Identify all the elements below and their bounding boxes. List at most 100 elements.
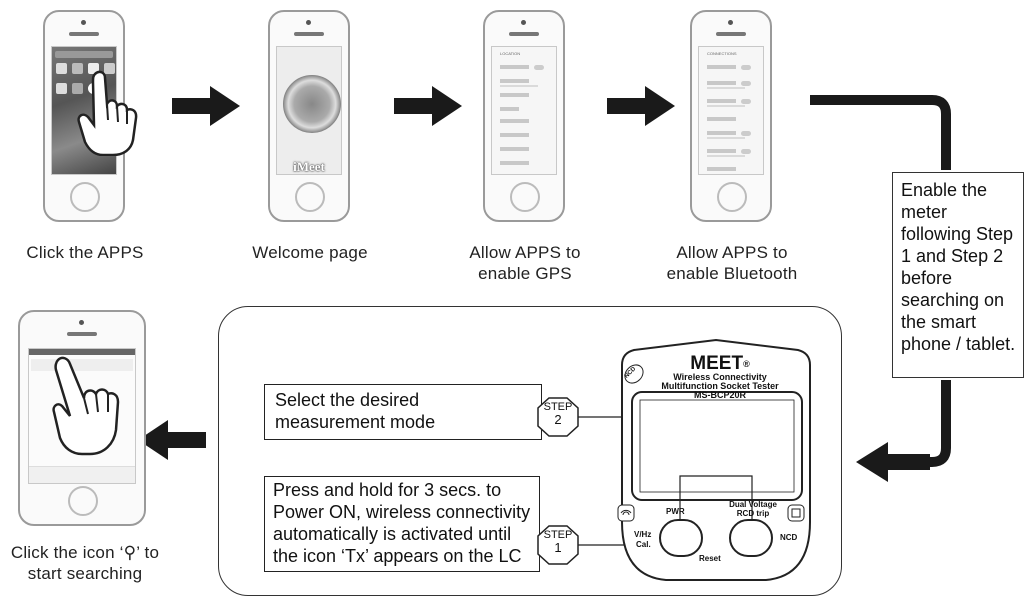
speaker-icon bbox=[69, 32, 99, 36]
lcd-window bbox=[631, 391, 803, 501]
setting-row bbox=[500, 117, 548, 127]
pwr-label: PWR bbox=[666, 507, 685, 516]
rcd-trip-label: RCD trip bbox=[736, 509, 770, 518]
phone-apps bbox=[43, 10, 138, 222]
screen-title: LOCATION bbox=[500, 51, 521, 56]
welcome-logo: iMeet bbox=[293, 159, 325, 174]
brand-reg: ® bbox=[743, 359, 750, 369]
phone-connections: CONNECTIONS bbox=[690, 10, 772, 222]
step2-octagon bbox=[537, 397, 579, 437]
setting-row bbox=[500, 105, 548, 115]
ncd-badge-outline bbox=[624, 364, 644, 384]
dual-voltage-label: Dual Voltage bbox=[729, 500, 777, 509]
speaker-icon bbox=[716, 32, 746, 36]
caption-step-apps: Click the APPS bbox=[26, 243, 144, 262]
welcome-badge bbox=[283, 75, 341, 133]
screen-title: CONNECTIONS bbox=[707, 51, 737, 56]
hand-tap-icon bbox=[52, 356, 120, 456]
home-button bbox=[295, 182, 325, 212]
caption-search: Click the icon ‘⚲’ to start searching bbox=[10, 543, 160, 583]
speaker-icon bbox=[294, 32, 324, 36]
reset-label: Reset bbox=[699, 554, 721, 563]
setting-row bbox=[707, 115, 755, 125]
side-note-text: Enable the meter following Step 1 and St… bbox=[901, 180, 1016, 354]
setting-row bbox=[707, 165, 755, 174]
camera-icon bbox=[728, 20, 733, 25]
meter-subtitle-2: Multifunction Socket Tester bbox=[661, 381, 779, 391]
step2-text: Select the desired measurement mode bbox=[275, 390, 436, 432]
app-icon bbox=[72, 63, 83, 74]
phone-screen-location: LOCATION bbox=[491, 46, 557, 175]
speaker-icon bbox=[67, 332, 97, 336]
wifi-icon bbox=[617, 504, 635, 522]
setting-row bbox=[500, 91, 548, 101]
step1-number: 1 bbox=[554, 540, 562, 555]
setting-row bbox=[707, 63, 755, 73]
bottom-nav bbox=[29, 466, 135, 483]
step1-bracket bbox=[679, 475, 753, 520]
arrow-right-icon bbox=[172, 86, 240, 126]
setting-row bbox=[500, 77, 548, 87]
meter-model: MS-BCP20R bbox=[693, 390, 746, 400]
app-icon bbox=[88, 63, 99, 74]
document-icon bbox=[787, 504, 805, 522]
app-icon bbox=[104, 63, 115, 74]
lcd-inner bbox=[639, 399, 795, 493]
camera-icon bbox=[81, 20, 86, 25]
arrow-left-icon bbox=[856, 442, 930, 482]
step1-text: Press and hold for 3 secs. to Power ON, … bbox=[273, 480, 531, 566]
app-icon bbox=[56, 63, 67, 74]
ncd-label: NCD bbox=[780, 533, 798, 542]
hand-tap-icon bbox=[77, 70, 138, 156]
setting-row bbox=[707, 97, 755, 107]
arrow-right-icon bbox=[607, 86, 675, 126]
camera-icon bbox=[79, 320, 84, 325]
setting-row bbox=[707, 79, 755, 89]
arrow-right-icon bbox=[394, 86, 462, 126]
instruction-panel bbox=[218, 306, 842, 596]
step2-label: STEP bbox=[543, 401, 573, 413]
setting-row bbox=[500, 131, 548, 141]
phone-screen-connections: CONNECTIONS bbox=[698, 46, 764, 175]
setting-row bbox=[707, 147, 755, 157]
step1-box: Press and hold for 3 secs. to Power ON, … bbox=[264, 476, 540, 572]
setting-row bbox=[500, 145, 548, 155]
meter-subtitle-1: Wireless Connectivity bbox=[673, 372, 767, 382]
cal-label: Cal. bbox=[636, 540, 651, 549]
side-note-box: Enable the meter following Step 1 and St… bbox=[892, 172, 1024, 378]
caption-step-welcome: Welcome page bbox=[252, 243, 368, 262]
pwr-button bbox=[659, 519, 703, 557]
camera-icon bbox=[521, 20, 526, 25]
arrow-left-icon bbox=[138, 420, 206, 460]
connector-line bbox=[926, 380, 951, 467]
status-bar bbox=[29, 349, 135, 355]
connector-line bbox=[810, 95, 951, 170]
step2-number: 2 bbox=[554, 412, 562, 427]
phone-screen-welcome: iMeet bbox=[276, 46, 342, 175]
setting-row bbox=[500, 63, 548, 73]
home-button bbox=[717, 182, 747, 212]
app-icon bbox=[72, 83, 83, 94]
vhz-label: V/Hz bbox=[634, 530, 652, 539]
setting-row bbox=[707, 129, 755, 139]
home-button bbox=[510, 182, 540, 212]
phone-search bbox=[18, 310, 146, 526]
phone-welcome: iMeet bbox=[268, 10, 350, 222]
search-bar bbox=[55, 51, 113, 58]
caption-step-bluetooth: Allow APPS to enable Bluetooth bbox=[666, 243, 798, 283]
step1-label: STEP bbox=[543, 529, 573, 541]
setting-row bbox=[500, 159, 548, 169]
speaker-icon bbox=[509, 32, 539, 36]
step1-octagon bbox=[537, 525, 579, 565]
brand-text: MEET bbox=[690, 353, 744, 374]
home-button bbox=[68, 486, 98, 516]
caption-step-gps: Allow APPS to enable GPS bbox=[469, 243, 581, 283]
meter-brand: MEET® bbox=[660, 353, 780, 374]
home-button bbox=[70, 182, 100, 212]
app-icon bbox=[56, 83, 67, 94]
phone-location: LOCATION bbox=[483, 10, 565, 222]
rcd-button bbox=[729, 519, 773, 557]
step2-box: Select the desired measurement mode bbox=[264, 384, 542, 440]
